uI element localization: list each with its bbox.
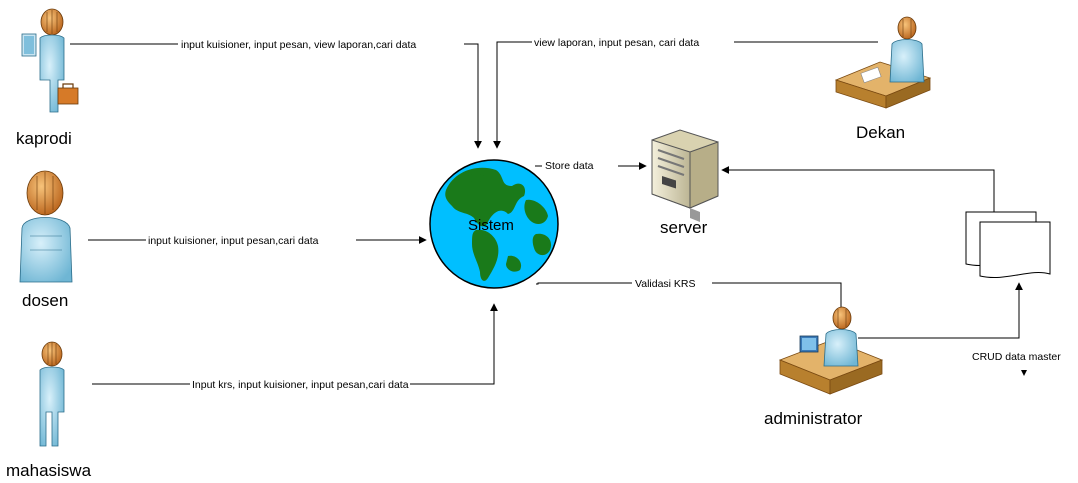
edge-mahasiswa-sistem: Input krs, input kuisioner, input pesan,… [92, 303, 498, 391]
edge-label-dosen: input kuisioner, input pesan,cari data [148, 235, 319, 247]
edge-sistem-admin: Validasi KRS [536, 276, 842, 314]
edge-label-crud: CRUD data master [972, 351, 1061, 363]
person-icon [19, 170, 73, 283]
person-icon [39, 341, 65, 447]
edge-label-kaprodi: input kuisioner, input pesan, view lapor… [181, 39, 416, 51]
kaprodi-label: kaprodi [16, 129, 72, 148]
mahasiswa-label: mahasiswa [6, 461, 92, 480]
person-at-desk-icon [834, 16, 932, 109]
actor-kaprodi: kaprodi [16, 8, 79, 148]
person-at-computer-icon [778, 306, 884, 395]
actor-dosen: dosen [19, 170, 73, 310]
edge-label-validasi: Validasi KRS [635, 278, 696, 290]
actor-mahasiswa: mahasiswa [6, 341, 92, 480]
edge-sistem-server: Store data [535, 158, 647, 172]
edge-admin-documents: CRUD data master [858, 282, 1061, 376]
edge-label-mahasiswa: Input krs, input kuisioner, input pesan,… [192, 379, 409, 391]
server-label: server [660, 218, 708, 237]
edge-label-store: Store data [545, 160, 594, 172]
edge-label-dekan: view laporan, input pesan, cari data [534, 37, 699, 49]
actor-dekan: Dekan [834, 16, 932, 142]
globe-icon: Sistem [429, 159, 559, 289]
edge-dekan-sistem: view laporan, input pesan, cari data [493, 35, 878, 149]
document-stack-icon [965, 211, 1051, 278]
dosen-label: dosen [22, 291, 68, 310]
dekan-label: Dekan [856, 123, 905, 142]
server-icon: server [651, 129, 719, 237]
edge-dosen-sistem: input kuisioner, input pesan,cari data [88, 233, 427, 247]
edge-kaprodi-sistem: input kuisioner, input pesan, view lapor… [70, 37, 482, 149]
actor-administrator: administrator [764, 306, 884, 428]
person-with-briefcase-icon [21, 8, 79, 113]
sistem-label: Sistem [468, 217, 514, 234]
edge-documents-server [721, 166, 995, 213]
small-arrow-icon [1021, 370, 1027, 376]
administrator-label: administrator [764, 409, 863, 428]
